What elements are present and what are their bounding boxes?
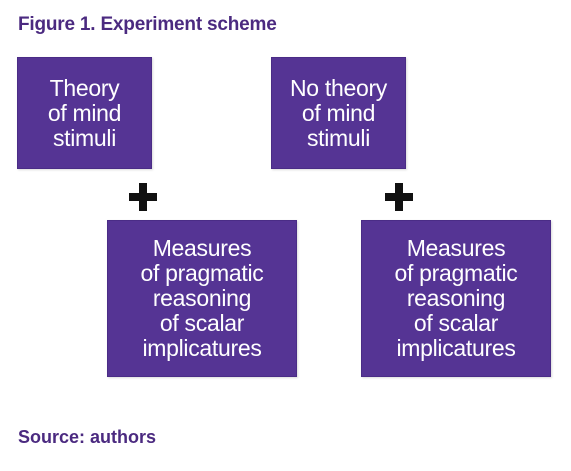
box-line: implicatures <box>396 335 516 361</box>
box-line: Measures <box>152 235 252 261</box>
box-line: of mind <box>301 99 376 126</box>
no-theory-of-mind-stimuli-box: No theory of mind stimuli <box>271 57 406 169</box>
box-line: of mind <box>47 99 122 126</box>
box-line: of scalar <box>413 310 499 336</box>
box-line: No theory <box>289 74 387 101</box>
box-line: of pragmatic <box>394 260 518 286</box>
box-line: reasoning <box>152 285 252 311</box>
box-line: stimuli <box>52 124 117 151</box>
box-line: stimuli <box>306 124 371 151</box>
box-line: of scalar <box>159 310 245 336</box>
measures-pragmatic-reasoning-box-left: Measures of pragmatic reasoning of scala… <box>107 220 297 377</box>
box-line: reasoning <box>406 285 506 311</box>
source-note: Source: authors <box>18 427 157 447</box>
plus-icon <box>129 183 157 211</box>
box-line: of pragmatic <box>140 260 264 286</box>
measures-pragmatic-reasoning-box-right: Measures of pragmatic reasoning of scala… <box>361 220 551 377</box>
box-line: Theory <box>49 74 120 101</box>
box-line: implicatures <box>142 335 262 361</box>
theory-of-mind-stimuli-box: Theory of mind stimuli <box>17 57 152 169</box>
box-line: Measures <box>406 235 506 261</box>
figure-title: Figure 1. Experiment scheme <box>18 14 277 35</box>
plus-icon <box>385 183 413 211</box>
